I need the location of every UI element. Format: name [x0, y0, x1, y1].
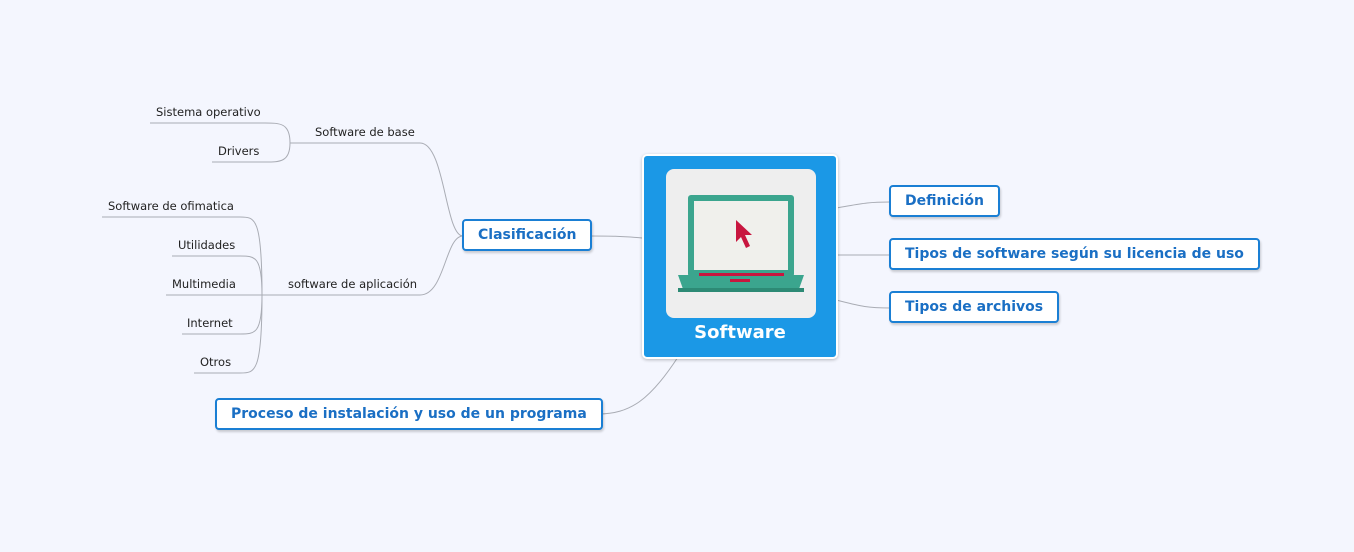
leaf-utilidades[interactable]: Utilidades [178, 238, 236, 252]
connector-clasificacion [589, 235, 643, 239]
central-topic[interactable]: Software [642, 154, 838, 359]
topic-definicion[interactable]: Definición [889, 185, 1000, 217]
topic-proceso[interactable]: Proceso de instalación y uso de un progr… [215, 398, 603, 430]
topic-tipos-licencia[interactable]: Tipos de software según su licencia de u… [889, 238, 1260, 270]
connector-tipos-archivos [835, 299, 891, 309]
leaf-multimedia[interactable]: Multimedia [172, 277, 236, 291]
connector-otros [194, 294, 263, 374]
subtopic-software-de-aplicacion[interactable]: software de aplicación [288, 277, 418, 291]
connector-software-de-base [290, 142, 464, 237]
connector-ofimatica [102, 216, 263, 296]
connector-drivers [212, 142, 291, 163]
central-thumbnail [666, 169, 816, 318]
laptop-icon [678, 195, 804, 292]
subtopic-software-de-base[interactable]: Software de base [315, 125, 415, 139]
topic-clasificacion[interactable]: Clasificación [462, 219, 593, 251]
leaf-otros[interactable]: Otros [200, 355, 232, 369]
connector-proceso [597, 356, 679, 415]
leaf-drivers[interactable]: Drivers [218, 144, 260, 158]
leaf-internet[interactable]: Internet [187, 316, 233, 330]
leaf-software-de-ofimatica[interactable]: Software de ofimatica [108, 199, 234, 213]
connector-definicion [835, 201, 891, 209]
leaf-sistema-operativo[interactable]: Sistema operativo [156, 105, 261, 119]
connector-software-de-aplicacion [250, 235, 464, 296]
connector-sistema-operativo [150, 122, 291, 144]
central-title: Software [694, 322, 786, 343]
connector-utilidades [172, 255, 263, 296]
cursor-icon [736, 220, 752, 248]
topic-tipos-archivos[interactable]: Tipos de archivos [889, 291, 1060, 323]
